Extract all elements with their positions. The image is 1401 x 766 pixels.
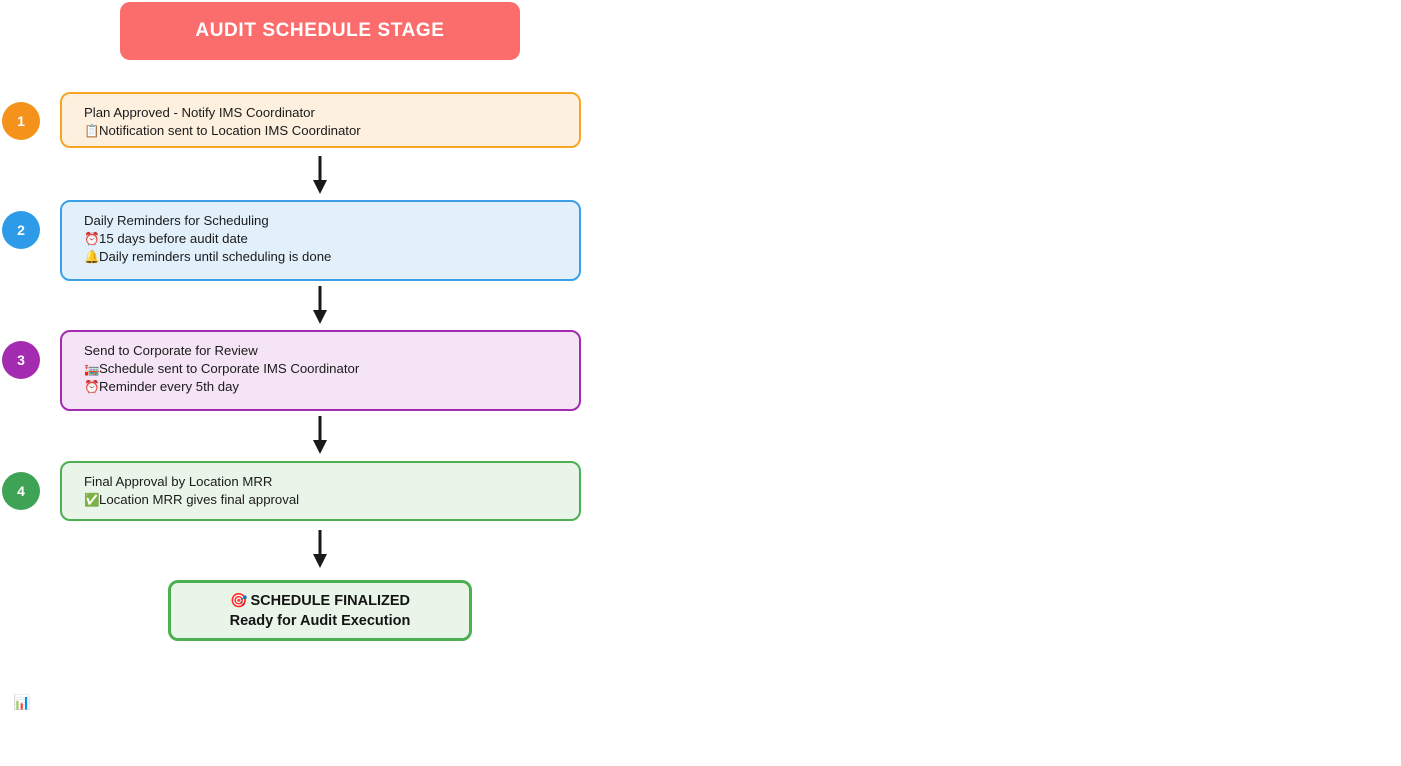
page-title: AUDIT SCHEDULE STAGE [195,19,445,41]
step-badge-4: 4 [2,472,40,510]
step-detail-2-0: ⏰15 days before audit date [84,230,579,249]
step-detail-text-4-0: Location MRR gives final approval [99,491,300,507]
step-detail-text-2-0: 15 days before audit date [99,230,248,246]
alarm-clock-icon: ⏰ [84,231,100,246]
step-detail-1-0: 📋Notification sent to Location IMS Coord… [84,122,579,141]
direct-hit-icon: 🎯 [230,592,248,608]
step-badge-2: 2 [2,211,40,249]
step-title-2: Daily Reminders for Scheduling [84,213,269,228]
connector-arrow-4 [306,530,334,570]
connector-arrow-3 [306,416,334,456]
step-detail-text-3-0: Schedule sent to Corporate IMS Coordinat… [99,360,360,376]
step-detail-4-0: ✅Location MRR gives final approval [84,491,579,510]
step-detail-3-0: 🏣Schedule sent to Corporate IMS Coordina… [84,360,579,379]
connector-arrow-2 [306,286,334,326]
step-box-3[interactable]: Send to Corporate for Review 🏣Schedule s… [60,330,581,411]
office-building-icon: 🏣 [84,361,100,376]
final-headline: 🎯SCHEDULE FINALIZED [230,590,410,611]
stage-title-banner: AUDIT SCHEDULE STAGE [120,2,520,60]
final-subline: Ready for Audit Execution [229,613,411,629]
bell-icon: 🔔 [84,250,100,264]
check-mark-button-icon: ✅ [84,492,100,507]
step-detail-2-1: 🔔Daily reminders until scheduling is don… [84,248,579,267]
step-detail-text-2-1: Daily reminders until scheduling is done [99,249,332,264]
step-title-1: Plan Approved - Notify IMS Coordinator [84,105,315,120]
final-outcome-box[interactable]: 🎯SCHEDULE FINALIZED Ready for Audit Exec… [168,580,472,641]
step-detail-text-1-0: Notification sent to Location IMS Coordi… [99,122,361,138]
step-title-3: Send to Corporate for Review [84,343,258,358]
step-detail-3-1: ⏰Reminder every 5th day [84,378,579,397]
step-badge-3: 3 [2,341,40,379]
step-badge-1: 1 [2,102,40,140]
alarm-clock-icon: ⏰ [84,380,100,394]
step-box-2[interactable]: Daily Reminders for Scheduling ⏰15 days … [60,200,581,281]
step-detail-text-3-1: Reminder every 5th day [99,379,240,394]
final-headline-text: SCHEDULE FINALIZED [250,593,410,609]
step-box-1[interactable]: Plan Approved - Notify IMS Coordinator 📋… [60,92,581,148]
clipboard-icon: 📋 [84,123,100,138]
bar-chart-icon: 📊 [13,694,31,710]
step-title-4: Final Approval by Location MRR [84,474,273,489]
step-box-4[interactable]: Final Approval by Location MRR ✅Location… [60,461,581,521]
connector-arrow-1 [306,156,334,196]
